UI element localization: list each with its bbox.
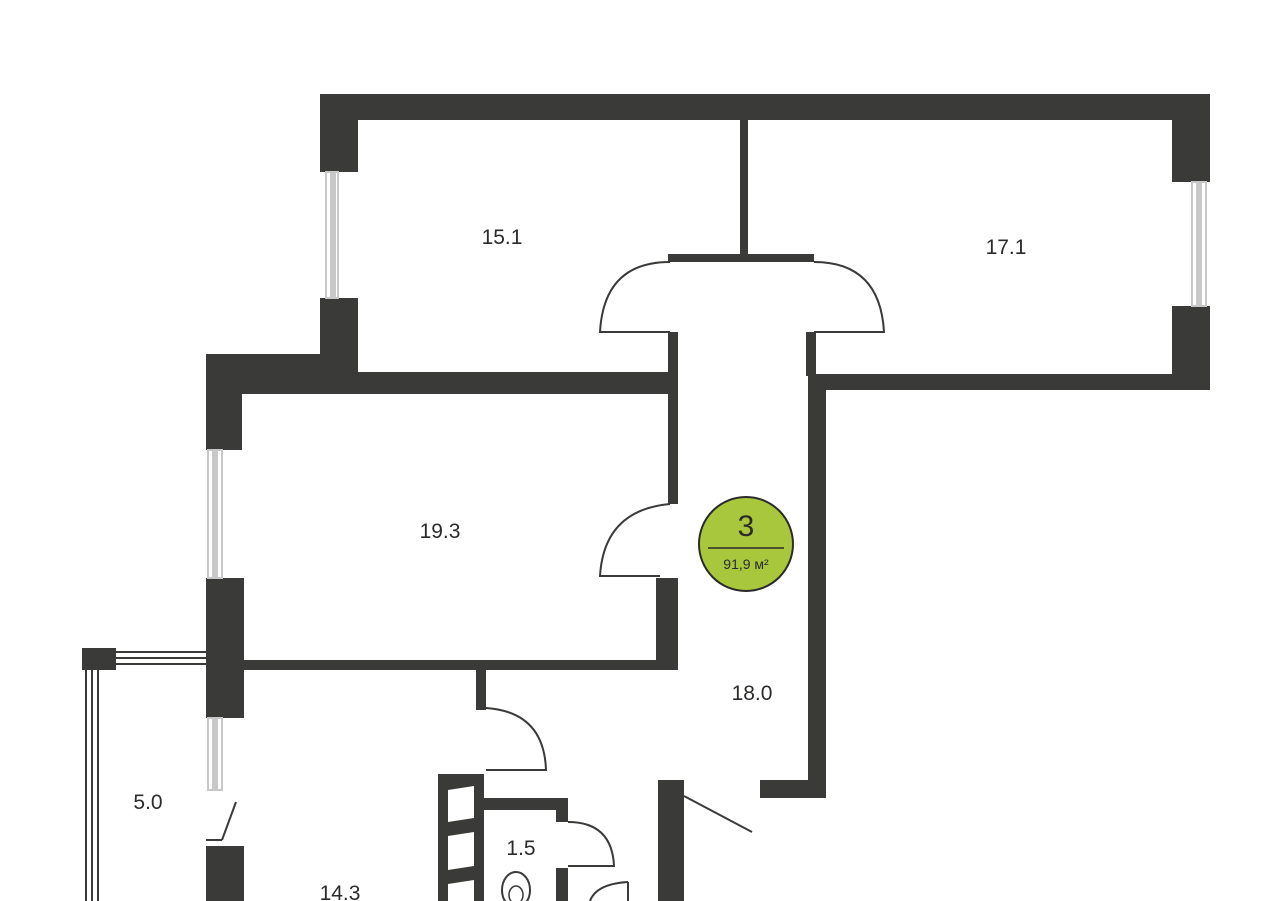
badge-total-area: 91,9 м² (723, 556, 769, 572)
room-area-kitchen: 14.3 (320, 882, 361, 901)
badge-circle (698, 496, 794, 592)
room-area-balcony: 5.0 (133, 791, 162, 814)
balcony-railing (85, 651, 206, 901)
shaft-hatching (448, 786, 474, 901)
room-area-living-room: 19.3 (420, 520, 461, 543)
badge-rooms-count: 3 (738, 510, 755, 543)
room-area-bedroom-1: 15.1 (482, 226, 523, 249)
room-area-bedroom-2: 17.1 (986, 236, 1027, 259)
apartment-badge: 3 91,9 м² (698, 496, 794, 592)
walls (82, 94, 1210, 901)
windows (207, 171, 1207, 791)
room-area-hallway: 18.0 (732, 682, 773, 705)
door-swings (206, 261, 886, 901)
room-area-bathroom: 1.5 (506, 837, 535, 860)
